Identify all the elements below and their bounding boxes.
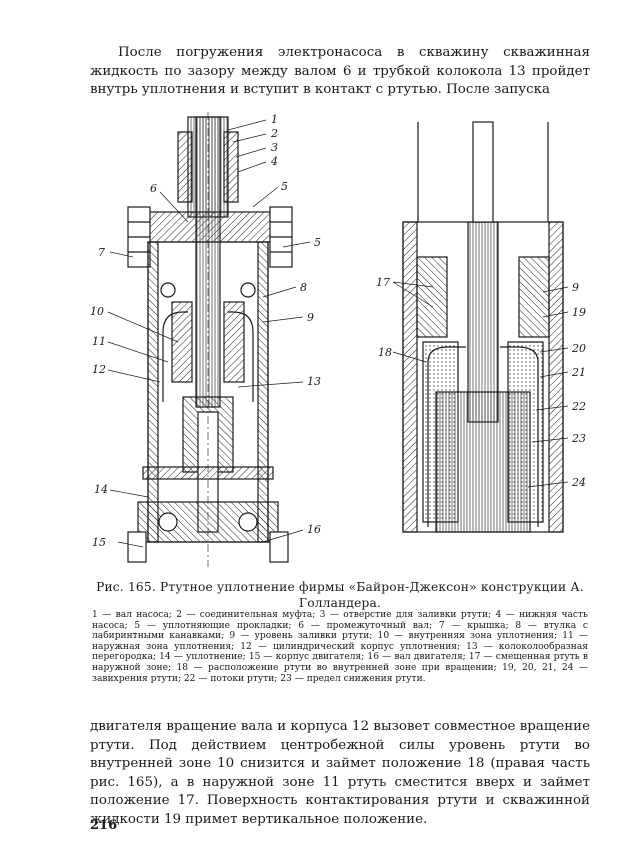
label-16: 16 [307,523,321,536]
label-13: 13 [307,375,321,388]
label-14: 14 [94,483,108,496]
label-9r: 9 [572,281,579,294]
right-labels: 17 18 9 19 20 21 22 23 24 [376,276,586,489]
label-8: 8 [300,281,307,294]
label-10: 10 [90,305,104,318]
label-20: 20 [571,342,586,355]
right-leaders [392,281,569,488]
figure-caption: Рис. 165. Ртутное уплотнение фирмы «Байр… [96,580,584,610]
label-7: 7 [98,246,105,259]
label-9: 9 [307,311,314,324]
label-12: 12 [92,363,106,376]
left-leaders [107,119,311,548]
paragraph-bottom: двигателя вращение вала и корпуса 12 выз… [90,719,590,827]
label-5b: 5 [314,236,321,249]
paragraph-top: После погружения электронасоса в скважин… [90,45,590,97]
right-drawing [402,121,564,533]
label-3: 3 [271,141,278,154]
label-6: 6 [150,182,157,195]
label-15: 15 [92,536,106,549]
label-11: 11 [92,335,106,348]
page-number: 216 [90,818,118,833]
label-17: 17 [376,276,390,289]
label-1: 1 [271,113,278,126]
label-21: 21 [571,366,586,379]
figure-165: 1 2 3 4 5 6 5 7 8 9 10 11 12 13 14 15 16 [90,112,586,567]
left-drawing [127,112,293,567]
label-5a: 5 [281,180,288,193]
label-22: 22 [571,400,586,413]
label-19: 19 [572,306,586,319]
left-labels: 1 2 3 4 5 6 5 7 8 9 10 11 12 13 14 15 16 [90,113,321,549]
label-4: 4 [270,155,278,168]
label-23: 23 [571,432,586,445]
figure-legend: 1 — вал насоса; 2 — соединительная муфта… [92,610,588,684]
label-18: 18 [378,346,392,359]
label-24: 24 [571,476,586,489]
label-2: 2 [270,127,278,140]
